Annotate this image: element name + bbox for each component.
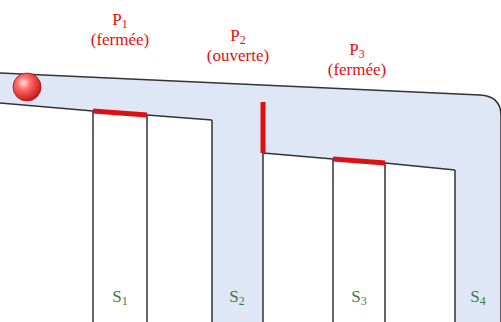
channel-wall xyxy=(147,115,212,120)
channel-fill xyxy=(0,73,501,322)
gate-closed xyxy=(333,159,385,163)
gate-closed xyxy=(93,111,147,115)
channel-wall xyxy=(0,103,93,111)
channel-wall xyxy=(263,153,333,159)
ball xyxy=(13,73,41,101)
slot-label: S4 xyxy=(470,287,485,307)
gate-label: P3 (fermée) xyxy=(328,40,387,80)
gate-label: P2 (ouverte) xyxy=(207,26,269,66)
slot-label: S3 xyxy=(351,287,366,307)
channel-wall xyxy=(0,73,501,322)
slot-label: S2 xyxy=(229,287,244,307)
slot-wall xyxy=(93,111,455,322)
gate-open xyxy=(261,102,266,153)
channel-wall xyxy=(385,163,455,170)
slot-label: S1 xyxy=(112,287,127,307)
gate-label: P1 (fermée) xyxy=(91,10,150,50)
